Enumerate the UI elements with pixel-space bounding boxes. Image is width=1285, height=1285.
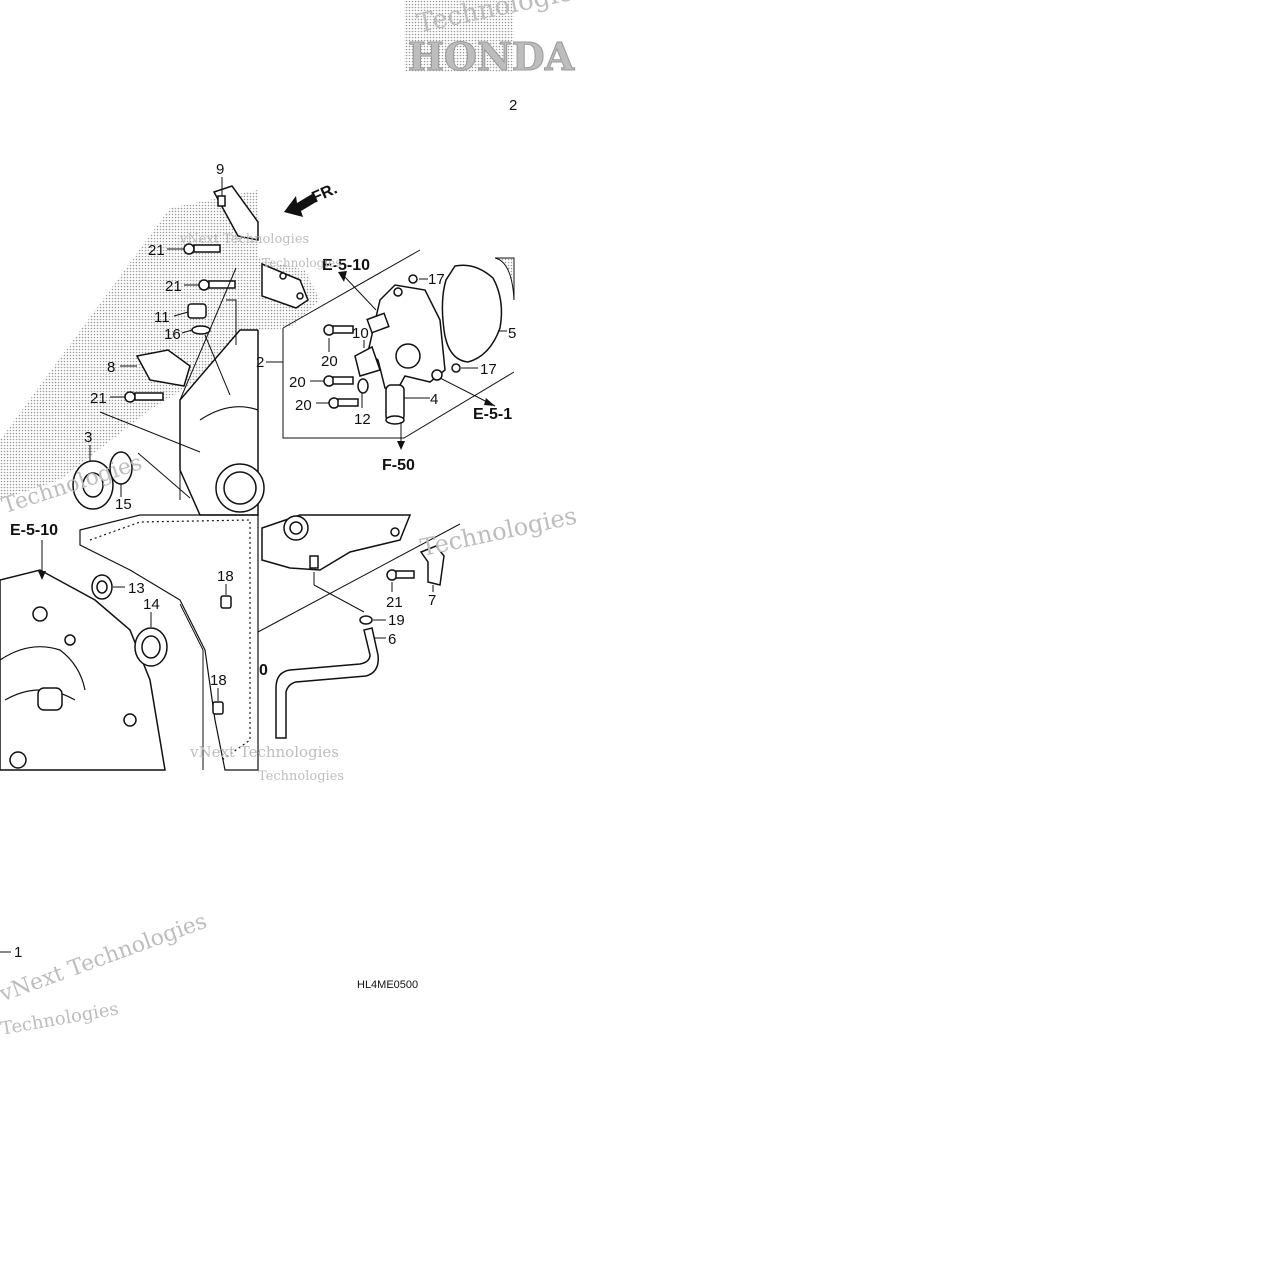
callout-21-b: 21 [165,278,182,295]
callout-top-edge: 2 [509,97,517,114]
callout-7: 7 [428,592,436,609]
bolt-21b [198,279,236,291]
callout-8: 8 [107,359,115,376]
callout-19: 19 [388,612,405,629]
callout-21-a: 21 [148,242,165,259]
dowel-18a [220,595,232,609]
panel-upper-left: vNext Technologies Technologies 9 21 21 … [0,161,309,519]
callout-12: 12 [354,411,371,428]
shaded-band-upper-left [0,190,258,500]
reference-edge-zero: 0 [259,662,268,679]
cap-17b [451,363,461,373]
callout-6: 6 [388,631,396,648]
washer-12 [357,378,369,394]
callout-18-b: 18 [210,672,227,689]
water-pipe-6 [275,627,379,739]
bearing-13 [91,574,113,600]
callout-20-b: 20 [289,374,306,391]
reference-e-5-1: E-5-1 [473,406,512,423]
bolt-21c [124,391,164,403]
callout-18-a: 18 [217,568,234,585]
callout-17-a: 17 [428,271,445,288]
callout-21-c: 21 [90,390,107,407]
drawing-code: HL4ME0500 [357,979,418,991]
callout-14: 14 [143,596,160,613]
seal-3 [72,460,114,510]
top-logo-fragment: Technologies HONDA [404,0,589,80]
front-direction-arrow: FR. [284,180,340,217]
reference-f-50: F-50 [382,457,415,474]
panel-lower-left: vNext Technologies E-5-10 13 14 18 18 [0,514,339,771]
callout-9: 9 [216,161,224,178]
bolt-21d [386,569,415,581]
plug-11 [187,303,207,319]
callout-10: 10 [352,325,369,342]
callout-1: 1 [14,944,22,961]
callout-13: 13 [128,580,145,597]
callout-3: 3 [84,429,92,446]
panel-lower-right: Technologies Technologies 21 7 19 6 0 [257,502,579,784]
bolt-20a [323,324,354,336]
bolt-20c [328,397,359,409]
cap-17a [408,274,418,284]
watermark-technologies-bottom: Technologies [0,998,120,1039]
bottom-area: 1 vNext Technologies Technologies HL4ME0… [0,909,418,1040]
reference-e-5-10-left: E-5-10 [10,522,58,539]
thermostat-housing-4 [366,284,446,425]
front-direction-label: FR. [309,180,339,206]
callout-11: 11 [154,309,170,326]
callout-2: 2 [256,354,264,371]
callout-20-c: 20 [295,397,312,414]
dowel-18b [212,701,224,715]
watermark-technologies-lower-right-2: Technologies [258,769,344,784]
crankcase-cover [0,569,166,771]
gasket-5 [441,264,503,363]
bolt-20b [323,375,354,387]
oil-seal-14 [134,627,168,667]
watermark-vnext-lower: vNext Technologies [189,743,339,761]
callout-4: 4 [430,391,438,408]
watermark-honda-logo: HONDA [408,34,575,79]
reference-e-5-10-top: E-5-10 [322,257,370,274]
bracket-8 [135,349,191,387]
plate-10 [354,345,381,377]
callout-16: 16 [164,326,181,343]
cover-gasket [79,514,259,771]
watermark-vnext-upper-left: vNext Technologies [179,232,309,247]
callout-20-a: 20 [321,353,338,370]
watermark-vnext-bottom: vNext Technologies [0,909,210,1008]
washer-19 [359,615,373,625]
bracket-7 [419,545,445,586]
callout-15: 15 [115,496,132,513]
callout-21-d: 21 [386,594,403,611]
watermark-technologies-lower-right: Technologies [418,502,579,562]
callout-17-b: 17 [480,361,497,378]
callout-5: 5 [508,325,516,342]
o-ring-16 [191,325,211,335]
watermark-technologies-upper-right: Technologies [262,256,341,270]
panel-upper-right: FR. [256,180,516,474]
